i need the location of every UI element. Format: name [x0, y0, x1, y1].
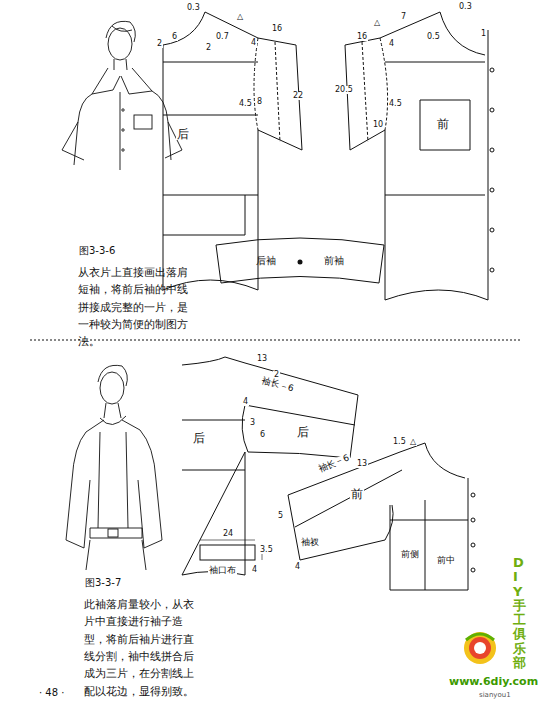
piece-label: 前袖: [324, 256, 344, 266]
dimension-number: 4.5: [238, 100, 253, 108]
dimension-number: 16: [356, 33, 368, 41]
piece-label: 后: [296, 426, 310, 438]
figure-number: 图3-3-6: [78, 246, 116, 256]
dimension-number: 0.3: [186, 4, 201, 12]
watermark: www.6diy.com: [448, 676, 539, 687]
piece-label: 前: [350, 488, 364, 500]
piece-label: 后: [192, 432, 206, 444]
dimension-number: 16: [271, 25, 283, 33]
dimension-number: 20.5: [334, 86, 354, 94]
dimension-number: 4: [294, 563, 301, 571]
dimension-number: 1: [480, 30, 487, 38]
dimension-number: 4: [250, 39, 257, 47]
dimension-number: 2: [156, 40, 163, 48]
dimension-number: 1.5: [392, 438, 407, 446]
piece-label: 袖口布: [208, 566, 237, 575]
front-bodice-pattern: [345, 12, 494, 300]
figure-caption: 从衣片上直接画出落肩短袖，将前后袖的中线拼接成完整的一片，是一种较为简便的制图方…: [78, 264, 196, 351]
watermark-logo: [464, 632, 496, 664]
page-number: · 48 ·: [38, 688, 65, 698]
sleeve-band-piece: 后袖 前袖: [215, 236, 385, 284]
dimension-number: 4.5: [388, 100, 403, 108]
piece-label: 前侧: [400, 550, 420, 559]
dimension-number: 0.5: [426, 33, 441, 41]
dimension-number: 5: [277, 512, 284, 520]
dimension-number: 0.3: [458, 3, 473, 11]
dimension-number: △: [409, 438, 417, 446]
piece-label: 后: [176, 128, 190, 140]
dimension-number: 6: [171, 33, 178, 41]
notch-mark: [298, 260, 303, 265]
piece-label: 前中: [436, 556, 456, 565]
dimension-number: 13: [256, 355, 268, 363]
figure-sketch: [62, 21, 182, 170]
dimension-number: 22: [292, 92, 304, 100]
dimension-number: 2: [273, 371, 280, 379]
separator: [30, 340, 520, 341]
band-outline: [215, 236, 385, 284]
dimension-number: 7: [400, 13, 407, 21]
dimension-number: 4: [388, 40, 395, 48]
figure-caption: 此袖落肩量较小，从衣片中直接进行袖子造型，将前后袖片进行直线分割，袖中线拼合后成…: [84, 596, 196, 700]
back-sleeve-pattern: [182, 357, 358, 575]
dimension-number: △: [236, 13, 244, 21]
dimension-number: 3.5: [259, 546, 274, 554]
dimension-number: 8: [256, 98, 263, 106]
dimension-number: 0.7: [215, 33, 230, 41]
dimension-number: 4: [242, 398, 249, 406]
piece-label: 前: [436, 118, 450, 130]
figure-number: 图3-3-7: [84, 578, 122, 588]
figure-sketch: [66, 365, 162, 570]
dimension-number: 3: [249, 419, 256, 427]
cuff-piece: [200, 545, 255, 560]
dimension-number: 24: [222, 530, 234, 538]
dimension-number: 2: [205, 44, 212, 52]
piece-label: 后袖: [256, 256, 276, 266]
piece-label: 袖衩: [300, 538, 320, 547]
dimension-number: 13: [356, 460, 368, 468]
back-bodice-pattern: [163, 12, 302, 290]
dimension-line: [200, 540, 262, 560]
dimension-number: △: [373, 19, 381, 27]
piece-label: 袖长－6: [260, 376, 296, 394]
dimension-number: 6: [259, 431, 266, 439]
watermark: DIY手工俱乐部: [512, 556, 527, 670]
band-outline: [216, 238, 384, 283]
dimension-number: 10: [372, 121, 384, 129]
front-sleeve-pattern: [288, 443, 475, 590]
watermark: sianyou1: [478, 692, 512, 699]
dimension-number: 4: [251, 566, 258, 574]
